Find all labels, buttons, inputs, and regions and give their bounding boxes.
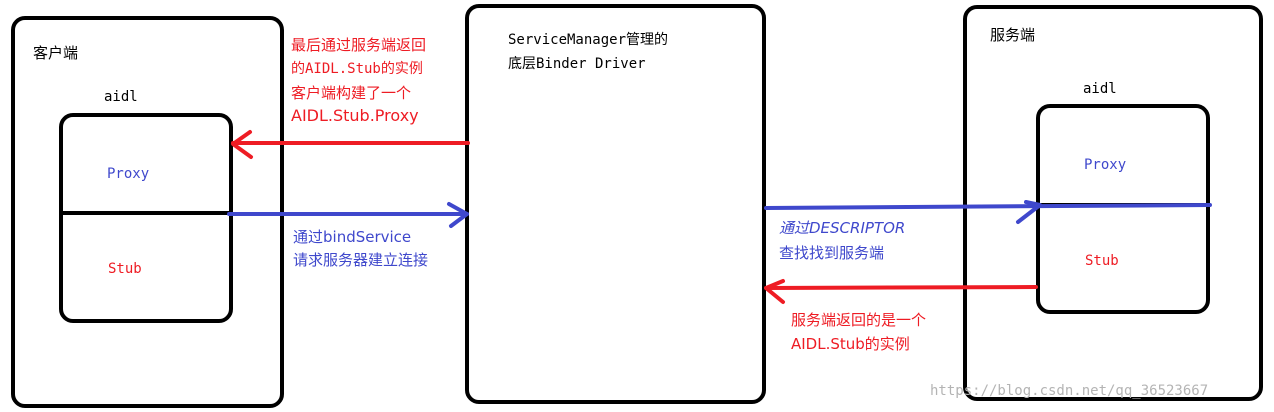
client-aidl-box xyxy=(59,113,233,323)
binder-title-line2: 底层Binder Driver xyxy=(508,56,646,72)
client-stub-label: Stub xyxy=(108,261,142,277)
client-proxy-label: Proxy xyxy=(107,166,150,182)
arrow-return-to-client xyxy=(231,130,470,159)
watermark: https://blog.csdn.net/qq_36523667 xyxy=(930,383,1209,399)
descriptor-line1: 通过DESCRIPTOR xyxy=(779,219,906,237)
return-to-client-line2: 的AIDL.Stub的实例 xyxy=(291,61,423,77)
server-proxy-label: Proxy xyxy=(1084,157,1127,173)
binder-title-line1: ServiceManager管理的 xyxy=(508,32,669,48)
binder-box xyxy=(465,4,766,404)
return-to-client-line3: 客户端构建了一个 xyxy=(291,84,412,102)
server-aidl-label: aidl xyxy=(1083,81,1117,97)
client-aidl-divider xyxy=(61,211,231,215)
server-return-line2: AIDL.Stub的实例 xyxy=(791,335,910,353)
server-aidl-box xyxy=(1036,104,1210,314)
bind-service-line1: 通过bindService xyxy=(293,228,412,246)
bind-service-line2: 请求服务器建立连接 xyxy=(293,251,429,269)
arrow-descriptor xyxy=(764,200,1212,224)
server-return-line1: 服务端返回的是一个 xyxy=(791,311,927,329)
server-title: 服务端 xyxy=(990,26,1036,44)
descriptor-line2: 查找找到服务端 xyxy=(779,244,885,262)
arrow-server-return xyxy=(764,279,1038,304)
return-to-client-line4: AIDL.Stub.Proxy xyxy=(291,106,419,125)
return-to-client-line1: 最后通过服务端返回 xyxy=(291,36,427,54)
arrow-bind-service xyxy=(227,202,469,228)
server-stub-label: Stub xyxy=(1085,253,1119,269)
client-aidl-label: aidl xyxy=(104,89,138,105)
client-title: 客户端 xyxy=(33,44,79,62)
